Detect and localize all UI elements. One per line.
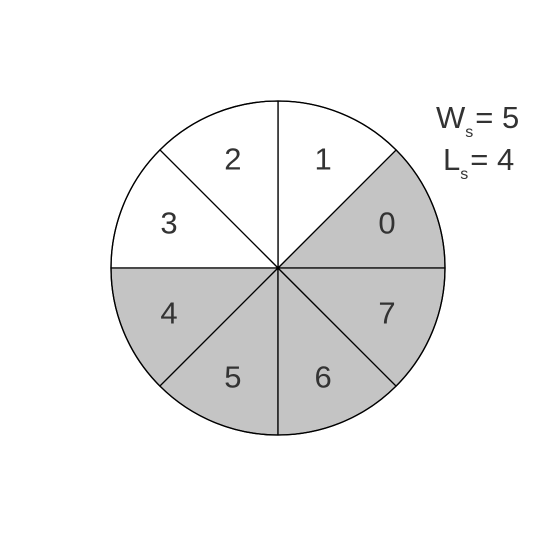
wheel-segment-label-7: 7 (378, 296, 395, 331)
wheel-segment-label-3: 3 (160, 205, 177, 240)
window-size-value: = 5 (475, 100, 519, 135)
window-size-label: Ws= 5 (436, 100, 519, 141)
last-slot-label: Ls= 4 (443, 142, 514, 183)
last-slot-value: = 4 (470, 142, 514, 177)
wheel-segment-label-0: 0 (378, 205, 395, 240)
wheel-segment-label-6: 6 (315, 360, 332, 395)
last-slot-subscript: s (460, 166, 468, 183)
wheel-segment-label-1: 1 (315, 141, 332, 176)
wheel-segments (110, 100, 446, 436)
window-size-subscript: s (465, 124, 473, 141)
last-slot-symbol: L (443, 142, 460, 177)
wheel-segment-label-5: 5 (224, 360, 241, 395)
wheel-outline (110, 100, 446, 436)
wheel-segment-label-4: 4 (160, 296, 177, 331)
window-size-symbol: W (436, 100, 466, 135)
wheel-segment-labels: 0 1 2 3 4 5 6 7 (160, 141, 395, 394)
wheel-segment-label-2: 2 (224, 141, 241, 176)
